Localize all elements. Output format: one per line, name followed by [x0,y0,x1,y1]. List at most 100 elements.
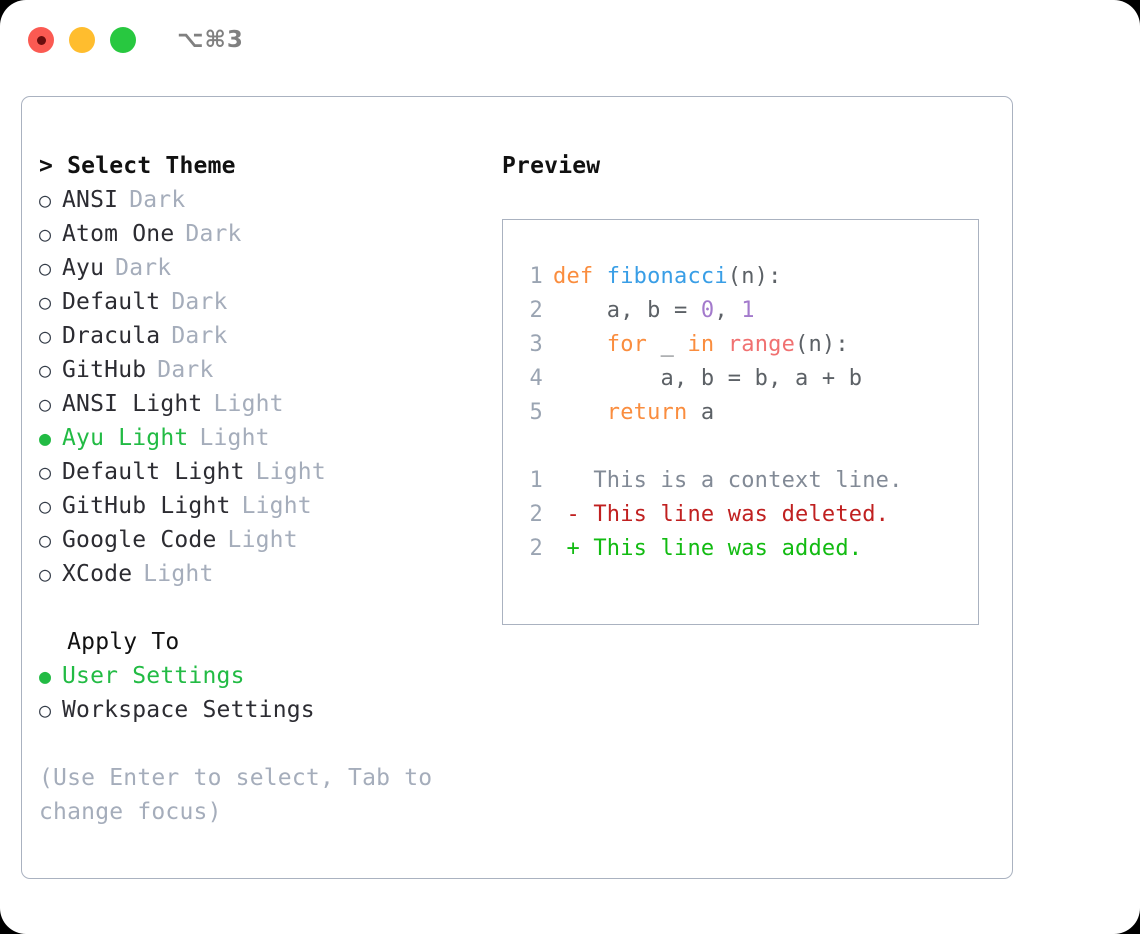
line-number: 2 [529,536,543,561]
option-tag: Light [241,493,312,519]
radio-selected-icon: ● [39,426,52,450]
line-number: 1 [529,468,543,493]
radio-unselected-icon: ○ [39,494,52,518]
option-tag: Light [199,425,270,451]
close-button[interactable] [28,27,54,53]
theme-option-dracula[interactable]: ○ Dracula Dark [39,319,492,353]
code-token: a [687,400,715,425]
code-token: a, b = b, a + b [553,366,863,391]
option-label: Ayu Light [62,425,189,451]
option-tag: Dark [185,221,242,247]
diff-content: + This line was added. [553,536,863,561]
option-label: ANSI [62,187,119,213]
radio-unselected-icon: ○ [39,290,52,314]
option-tag: Light [255,459,326,485]
code-token [714,332,727,357]
apply-to-header: Apply To [39,629,180,655]
option-tag: Light [213,391,284,417]
diff-content: - This line was deleted. [553,502,890,527]
line-number: 2 [529,502,543,527]
radio-unselected-icon: ○ [39,698,52,722]
radio-unselected-icon: ○ [39,222,52,246]
code-token: (n): [727,264,782,289]
code-line: 5 return a [521,396,978,430]
theme-option-ayu-light[interactable]: ● Ayu Light Light [39,421,492,455]
radio-unselected-icon: ○ [39,460,52,484]
option-label: ANSI Light [62,391,203,417]
line-number: 3 [529,332,543,357]
radio-unselected-icon: ○ [39,392,52,416]
diff-line: 2 + This line was added. [521,532,978,566]
apply-option-workspace-settings[interactable]: ○ Workspace Settings [39,693,492,727]
diff-content: This is a context line. [553,468,903,493]
option-tag: Light [227,527,298,553]
option-label: Atom One [62,221,175,247]
record-indicator-icon [36,35,46,45]
diff-sample: 1 This is a context line.2 - This line w… [521,464,978,566]
line-number: 2 [529,298,543,323]
title-bar: ⌥⌘3 [0,0,1140,80]
code-token [553,332,607,357]
code-token [553,400,607,425]
option-tag: Dark [129,187,186,213]
radio-selected-icon: ● [39,664,52,688]
option-label: GitHub Light [62,493,231,519]
keyboard-shortcut-label: ⌥⌘3 [177,27,244,53]
zoom-button[interactable] [110,27,136,53]
line-number: 1 [529,264,543,289]
apply-to-option-list[interactable]: ● User Settings ○ Workspace Settings [39,659,492,727]
preview-header: Preview [502,153,601,179]
code-token: , [714,298,742,323]
option-label: XCode [62,561,133,587]
theme-option-atom-one[interactable]: ○ Atom One Dark [39,217,492,251]
code-token: def [553,264,607,289]
radio-unselected-icon: ○ [39,188,52,212]
code-diff-spacer [521,430,978,464]
theme-option-google-code[interactable]: ○ Google Code Light [39,523,492,557]
code-token: for [606,332,648,357]
option-label: Google Code [62,527,217,553]
option-tag: Dark [171,323,228,349]
option-label: Default Light [62,459,245,485]
theme-option-ansi[interactable]: ○ ANSI Dark [39,183,492,217]
theme-option-ansi-light[interactable]: ○ ANSI Light Light [39,387,492,421]
radio-unselected-icon: ○ [39,358,52,382]
option-tag: Light [143,561,214,587]
code-token: 1 [741,298,755,323]
option-tag: Dark [115,255,172,281]
option-label: Dracula [62,323,161,349]
option-tag: Dark [157,357,214,383]
option-label: Workspace Settings [62,697,315,723]
code-token: _ [647,332,688,357]
radio-unselected-icon: ○ [39,528,52,552]
radio-unselected-icon: ○ [39,324,52,348]
line-number: 4 [529,366,543,391]
radio-unselected-icon: ○ [39,256,52,280]
code-line: 2 a, b = 0, 1 [521,294,978,328]
code-line: 3 for _ in range(n): [521,328,978,362]
option-label: User Settings [62,663,245,689]
code-token: (n): [795,332,849,357]
code-token: a, b = [553,298,701,323]
apply-option-user-settings[interactable]: ● User Settings [39,659,492,693]
diff-line: 2 - This line was deleted. [521,498,978,532]
help-text: (Use Enter to select, Tab to change focu… [39,765,433,825]
code-line: 4 a, b = b, a + b [521,362,978,396]
minimize-button[interactable] [69,27,95,53]
section-spacer [39,591,492,625]
diff-line: 1 This is a context line. [521,464,978,498]
line-number: 5 [529,400,543,425]
theme-option-default-light[interactable]: ○ Default Light Light [39,455,492,489]
theme-option-github-light[interactable]: ○ GitHub Light Light [39,489,492,523]
